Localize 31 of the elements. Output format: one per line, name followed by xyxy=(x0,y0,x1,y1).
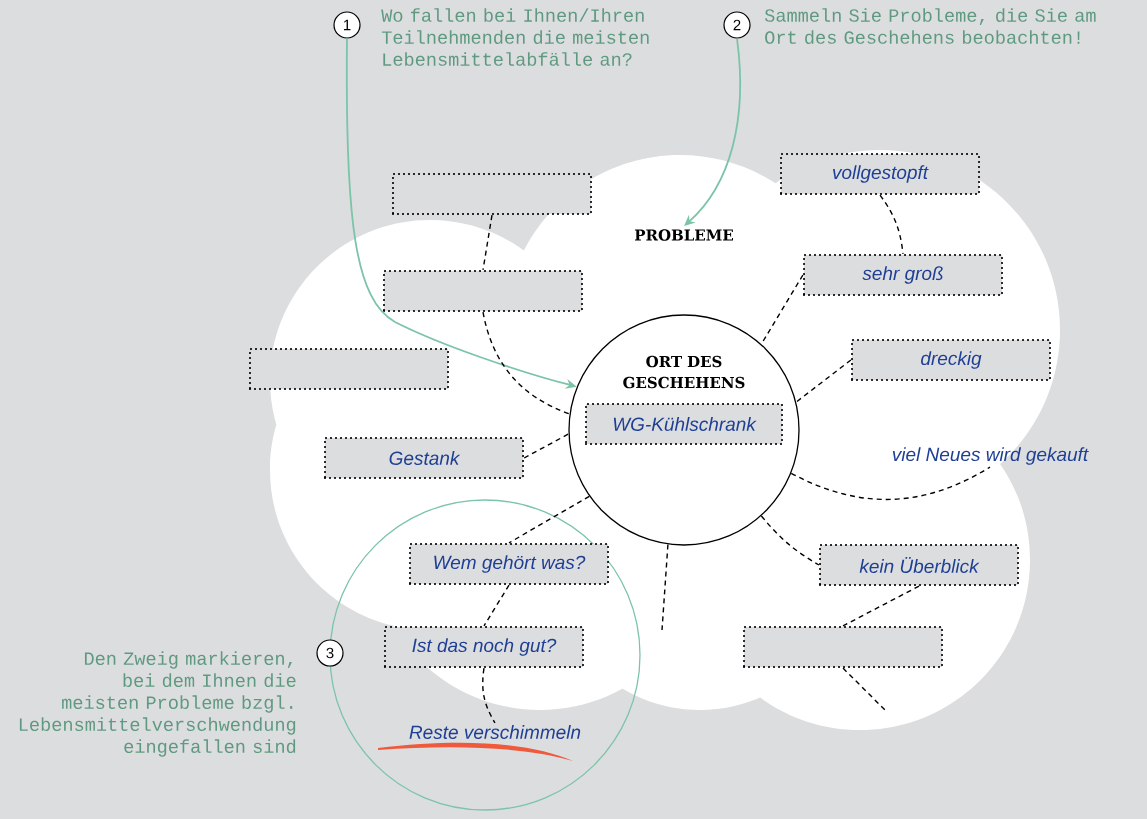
branch-line xyxy=(795,359,852,403)
empty-box xyxy=(742,625,944,669)
heading: PROBLEME xyxy=(634,229,733,241)
branch-line xyxy=(482,311,571,415)
callout-number: 2 xyxy=(723,11,751,39)
handwritten-text: Reste verschimmeln xyxy=(409,725,581,739)
instruction-text: Sammeln Sie Probleme, die Sie am Ort des Geschehens beobachten! xyxy=(764,8,1096,44)
branch-line xyxy=(842,667,888,713)
branch-line xyxy=(483,584,510,627)
branch-line xyxy=(790,466,991,501)
branch-line xyxy=(760,515,820,566)
handwritten-text: viel Neues wird gekauft xyxy=(892,447,1089,465)
answer-box: sehr groß xyxy=(802,253,1004,297)
answer-box: dreckig xyxy=(850,338,1052,382)
branch-line xyxy=(482,214,493,271)
answer-box: kein Überblick xyxy=(818,543,1020,587)
answer-box: WG-Kühlschrank xyxy=(584,402,784,446)
answer-box: Wem gehört was? xyxy=(408,542,610,586)
answer-box: Gestank xyxy=(323,436,525,480)
instruction-text: Wo fallen bei Ihnen/Ihren Teilnehmenden die meisten Lebensmittelabfälle an? xyxy=(381,8,649,66)
instruction-text: Den Zweig markieren, bei dem Ihnen die meisten Probleme bzgl. Lebensmittelverschwendung eingefallen sind xyxy=(19,651,296,757)
branch-line xyxy=(482,667,496,724)
empty-box xyxy=(382,269,584,313)
branch-line xyxy=(661,543,669,631)
branch-line xyxy=(508,495,590,544)
empty-box xyxy=(248,347,450,391)
branch-line xyxy=(879,194,904,255)
callout-number: 1 xyxy=(333,11,361,39)
branch-line xyxy=(523,433,570,459)
circle-title: ORT DES GESCHEHENS xyxy=(623,355,745,389)
branch-line xyxy=(842,585,920,627)
